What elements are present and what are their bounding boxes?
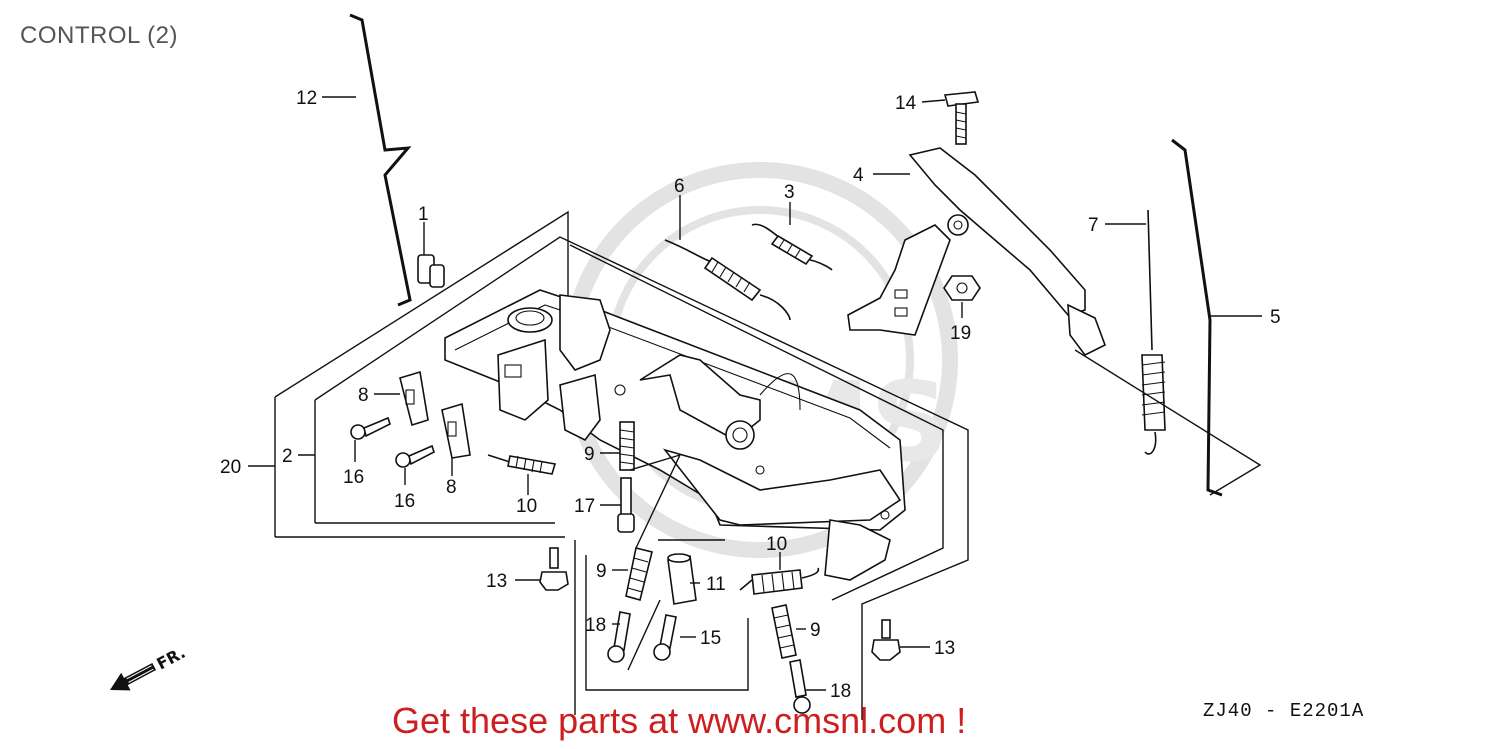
- callout-17: 17: [574, 496, 595, 517]
- callout-13-right: 13: [934, 638, 955, 659]
- callout-6: 6: [674, 176, 685, 197]
- assembly-outline: [274, 210, 969, 720]
- part-9-spring-upper: [619, 421, 635, 471]
- callout-16-lower: 16: [394, 491, 415, 512]
- callout-12: 12: [296, 88, 317, 109]
- part-15-bolt: [653, 614, 677, 661]
- part-18-bolt-left: [607, 611, 631, 663]
- page-title: CONTROL (2): [20, 22, 178, 49]
- part-13-flange-bolt-right: [871, 619, 901, 661]
- callout-7: 7: [1088, 215, 1099, 236]
- part-10-spring-right: [739, 567, 820, 595]
- callout-labels: 12 1 6 3 14 4 7 5 19 8 16 20 2 16 8 10 9…: [220, 88, 1281, 702]
- callout-9-upper: 9: [584, 444, 595, 465]
- callout-8-upper: 8: [358, 385, 369, 406]
- part-9-spring-middle: [625, 547, 653, 601]
- callout-18-right: 18: [830, 681, 851, 702]
- part-5-rod: [1171, 138, 1223, 497]
- callout-2: 2: [282, 446, 293, 467]
- callout-3: 3: [784, 182, 795, 203]
- diagram-code: ZJ40 - E2201A: [1203, 700, 1365, 722]
- part-4-control-lever: [847, 147, 1106, 357]
- part-1-clip: [417, 254, 445, 288]
- callout-16-upper: 16: [343, 467, 364, 488]
- callout-8-lower: 8: [446, 477, 457, 498]
- part-7-spring: [1141, 209, 1166, 455]
- part-13-flange-bolt-left: [539, 547, 569, 591]
- callout-18-left: 18: [585, 615, 606, 636]
- callout-11: 11: [706, 574, 726, 595]
- callout-14: 14: [895, 93, 917, 114]
- callout-19: 19: [950, 323, 971, 344]
- promo-link-text[interactable]: Get these parts at www.cmsnl.com !: [392, 700, 967, 741]
- callout-9-lower: 9: [810, 620, 821, 641]
- part-16-screw-lower: [395, 444, 435, 468]
- callout-4: 4: [853, 165, 864, 186]
- callout-5: 5: [1270, 307, 1281, 328]
- part-14-knob-bolt: [943, 91, 980, 145]
- part-10-spring-left: [487, 454, 557, 475]
- part-6-spring: [664, 239, 791, 321]
- part-8-clamp-upper: [399, 370, 429, 427]
- front-direction-arrow-icon: FR.: [110, 643, 189, 691]
- part-19-nut: [943, 275, 981, 301]
- part-16-screw-upper: [350, 416, 391, 440]
- leader-lines: [322, 96, 1262, 691]
- part-18-bolt-right: [789, 659, 811, 714]
- svg-text:FR.: FR.: [153, 643, 188, 674]
- part-12-governor-rod: [349, 13, 412, 307]
- callout-13-left: 13: [486, 571, 507, 592]
- callout-20: 20: [220, 457, 241, 478]
- callout-9-middle: 9: [596, 561, 607, 582]
- part-11-collar: [667, 553, 697, 605]
- part-9-spring-lower: [771, 604, 797, 659]
- callout-1: 1: [418, 204, 429, 225]
- callout-15: 15: [700, 628, 721, 649]
- callout-10-left: 10: [516, 496, 537, 517]
- control-base-plate: [444, 289, 906, 581]
- part-3-spring: [751, 223, 833, 271]
- part-8-clamp-lower: [441, 402, 471, 459]
- part-17-bolt: [617, 477, 635, 533]
- callout-10-right: 10: [766, 534, 787, 555]
